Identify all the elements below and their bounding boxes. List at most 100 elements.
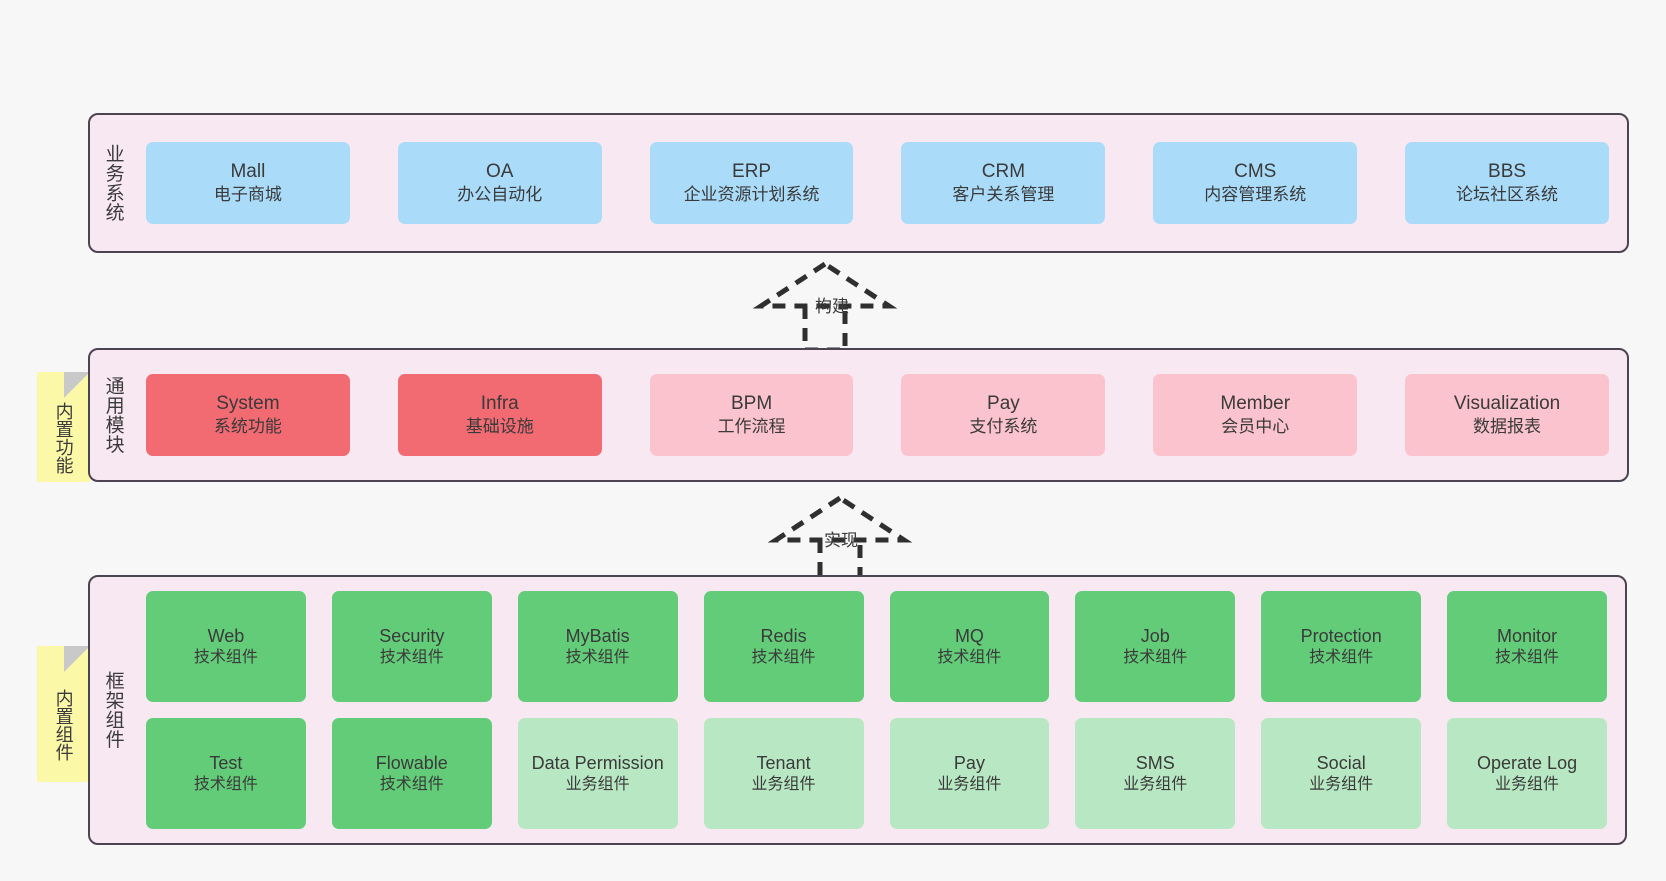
node-en-label: MyBatis [565,626,630,647]
node-zh-label: 数据报表 [1473,417,1542,437]
node-job[interactable]: Job 技术组件 [1075,591,1236,702]
node-operate-log[interactable]: Operate Log 业务组件 [1447,718,1607,829]
layer-title-common: 通用模块 [102,376,124,454]
node-zh-label: 业务组件 [1123,775,1188,793]
node-en-label: Monitor [1497,626,1558,647]
node-flowable[interactable]: Flowable 技术组件 [331,718,492,829]
node-security[interactable]: Security 技术组件 [331,591,492,702]
layer-business-systems: 业务系统 Mall 电子商城 OA 办公自动化 ERP 企业资源计划系统 CRM… [88,113,1629,253]
node-zh-label: 工作流程 [717,417,786,437]
node-en-label: Member [1220,393,1291,415]
layer-title-business: 业务系统 [102,144,124,222]
node-en-label: Tenant [756,753,811,774]
node-zh-label: 技术组件 [379,648,444,666]
node-mall[interactable]: Mall 电子商城 [146,142,350,224]
node-sms[interactable]: SMS 业务组件 [1075,718,1236,829]
node-pay-component[interactable]: Pay 业务组件 [889,718,1050,829]
node-zh-label: 技术组件 [1495,648,1560,666]
node-zh-label: 技术组件 [751,648,816,666]
node-system[interactable]: System 系统功能 [146,374,350,456]
node-en-label: ERP [732,161,772,183]
node-en-label: Operate Log [1477,753,1578,774]
node-zh-label: 业务组件 [1309,775,1374,793]
node-erp[interactable]: ERP 企业资源计划系统 [649,142,854,224]
node-en-label: CMS [1234,161,1277,183]
node-cms[interactable]: CMS 内容管理系统 [1153,142,1358,224]
node-en-label: Mall [230,161,266,183]
dashed-generalization-arrow-icon [767,495,913,587]
node-zh-label: 技术组件 [379,775,444,793]
connector-build: 构建 [737,258,913,354]
node-en-label: Web [207,626,245,647]
node-zh-label: 企业资源计划系统 [683,185,820,205]
node-zh-label: 论坛社区系统 [1456,185,1559,205]
node-en-label: OA [486,161,514,183]
node-en-label: Data Permission [531,753,664,774]
common-node-row: System 系统功能 Infra 基础设施 BPM 工作流程 Pay 支付系统… [136,350,1627,480]
node-member[interactable]: Member 会员中心 [1153,374,1358,456]
node-bbs[interactable]: BBS 论坛社区系统 [1405,142,1609,224]
node-protection[interactable]: Protection 技术组件 [1261,591,1422,702]
node-en-label: Security [379,626,445,647]
node-crm[interactable]: CRM 客户关系管理 [901,142,1106,224]
node-zh-label: 电子商城 [213,185,282,205]
node-monitor[interactable]: Monitor 技术组件 [1447,591,1607,702]
node-web[interactable]: Web 技术组件 [146,591,306,702]
node-en-label: Pay [987,393,1020,415]
node-zh-label: 会员中心 [1221,417,1290,437]
node-zh-label: 内容管理系统 [1204,185,1307,205]
node-zh-label: 客户关系管理 [952,185,1055,205]
node-en-label: Test [209,753,243,774]
node-zh-label: 业务组件 [751,775,816,793]
node-en-label: Pay [953,753,985,774]
node-en-label: BBS [1488,161,1527,183]
node-en-label: Protection [1300,626,1382,647]
node-data-permission[interactable]: Data Permission 业务组件 [517,718,678,829]
node-oa[interactable]: OA 办公自动化 [397,142,602,224]
node-bpm[interactable]: BPM 工作流程 [649,374,854,456]
node-zh-label: 基础设施 [465,417,534,437]
connector-build-label: 构建 [815,297,849,316]
node-mybatis[interactable]: MyBatis 技术组件 [517,591,678,702]
node-zh-label: 技术组件 [193,775,258,793]
business-node-row: Mall 电子商城 OA 办公自动化 ERP 企业资源计划系统 CRM 客户关系… [136,115,1627,251]
connector-realize: 实现 [752,492,928,588]
node-zh-label: 业务组件 [937,775,1002,793]
node-en-label: Social [1316,753,1366,774]
node-en-label: System [216,393,280,415]
node-infra[interactable]: Infra 基础设施 [397,374,602,456]
node-social[interactable]: Social 业务组件 [1261,718,1422,829]
layer-common-modules: 通用模块 System 系统功能 Infra 基础设施 BPM 工作流程 Pay… [88,348,1629,482]
node-en-label: CRM [981,161,1026,183]
node-pay[interactable]: Pay 支付系统 [901,374,1106,456]
node-zh-label: 办公自动化 [457,185,543,205]
node-zh-label: 支付系统 [969,417,1038,437]
framework-node-grid: Web 技术组件 Security 技术组件 MyBatis 技术组件 Redi… [136,577,1625,843]
node-mq[interactable]: MQ 技术组件 [889,591,1050,702]
node-en-label: SMS [1135,753,1175,774]
layer-title-framework: 框架组件 [102,671,124,749]
node-en-label: BPM [730,393,773,415]
node-zh-label: 业务组件 [1495,775,1560,793]
node-en-label: MQ [954,626,984,647]
node-test[interactable]: Test 技术组件 [146,718,306,829]
dashed-generalization-arrow-icon [752,261,898,353]
node-zh-label: 技术组件 [193,648,258,666]
node-redis[interactable]: Redis 技术组件 [703,591,864,702]
node-zh-label: 技术组件 [1123,648,1188,666]
node-visualization[interactable]: Visualization 数据报表 [1405,374,1609,456]
node-zh-label: 系统功能 [213,417,282,437]
note-builtin-features: 内置功能 [37,372,90,482]
node-en-label: Redis [760,626,807,647]
node-zh-label: 技术组件 [1309,648,1374,666]
connector-realize-label: 实现 [824,531,858,550]
node-en-label: Visualization [1453,393,1561,415]
node-tenant[interactable]: Tenant 业务组件 [703,718,864,829]
node-zh-label: 技术组件 [937,648,1002,666]
node-zh-label: 技术组件 [565,648,630,666]
node-en-label: Flowable [375,753,448,774]
note-builtin-components: 内置组件 [37,646,90,782]
node-en-label: Job [1140,626,1170,647]
layer-framework-components: 框架组件 Web 技术组件 Security 技术组件 MyBatis 技术组件… [88,575,1627,845]
node-en-label: Infra [480,393,519,415]
